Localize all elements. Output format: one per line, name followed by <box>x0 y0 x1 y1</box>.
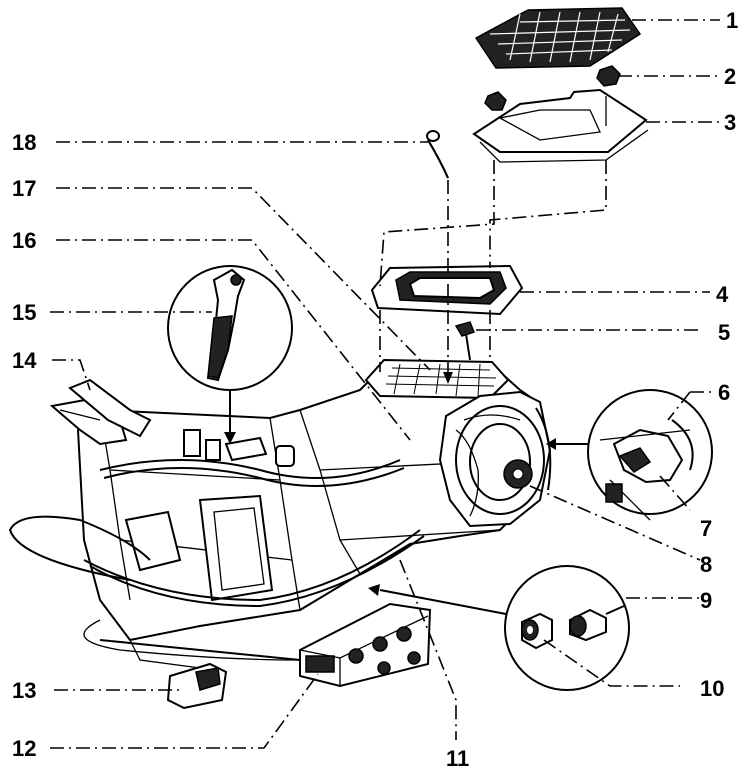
part-filter-frame <box>370 264 524 316</box>
part-drain-block <box>166 662 228 710</box>
callout-labels: 1 2 3 4 5 6 7 8 9 10 11 12 13 14 15 16 1… <box>12 8 738 771</box>
callout-2: 2 <box>724 64 736 89</box>
callout-18: 18 <box>12 130 36 155</box>
callout-5: 5 <box>718 320 730 345</box>
detail-circle-6 <box>546 389 713 521</box>
callout-10: 10 <box>700 676 724 701</box>
callout-3: 3 <box>724 110 736 135</box>
callout-14: 14 <box>12 348 37 373</box>
callout-7: 7 <box>700 516 712 541</box>
callout-11: 11 <box>446 746 469 771</box>
leader-lines <box>50 19 720 749</box>
callout-15: 15 <box>12 300 36 325</box>
part-hose <box>426 130 449 179</box>
callout-17: 17 <box>12 176 36 201</box>
part-filter-grille <box>474 7 642 69</box>
callout-6: 6 <box>718 380 730 405</box>
part-filter-cover <box>472 88 649 163</box>
callout-1: 1 <box>726 8 738 33</box>
part-clip <box>454 321 475 361</box>
callout-9: 9 <box>700 588 712 613</box>
callout-13: 13 <box>12 678 36 703</box>
callout-8: 8 <box>700 552 712 577</box>
part-control-unit <box>299 602 432 688</box>
callout-12: 12 <box>12 736 36 761</box>
part-nut <box>484 65 621 111</box>
callout-4: 4 <box>716 282 729 307</box>
part-main-housing <box>8 358 548 669</box>
part-blower-motor <box>438 390 552 528</box>
detail-circle-15 <box>167 265 293 444</box>
callout-16: 16 <box>12 228 36 253</box>
